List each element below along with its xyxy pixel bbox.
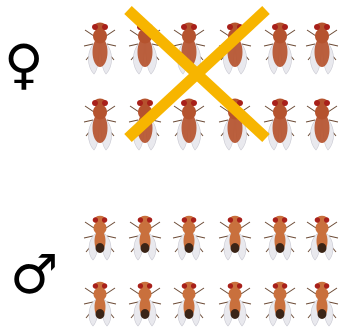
female-fly — [306, 99, 338, 151]
male-fly — [219, 282, 251, 326]
female-fly — [84, 23, 116, 75]
male-fly — [306, 282, 338, 326]
male-fly — [84, 282, 116, 326]
male-fly-group — [84, 216, 338, 326]
female-fly — [264, 99, 296, 151]
female-fly — [306, 23, 338, 75]
male-fly — [173, 216, 205, 260]
male-fly — [129, 282, 161, 326]
female-fly — [173, 99, 205, 151]
female-fly — [84, 99, 116, 151]
male-fly — [129, 216, 161, 260]
male-fly — [173, 282, 205, 326]
male-fly — [84, 216, 116, 260]
female-fly — [264, 23, 296, 75]
male-fly — [306, 216, 338, 260]
cross-out-mark — [128, 10, 266, 138]
male-fly — [264, 282, 296, 326]
male-fly — [264, 216, 296, 260]
male-fly — [219, 216, 251, 260]
